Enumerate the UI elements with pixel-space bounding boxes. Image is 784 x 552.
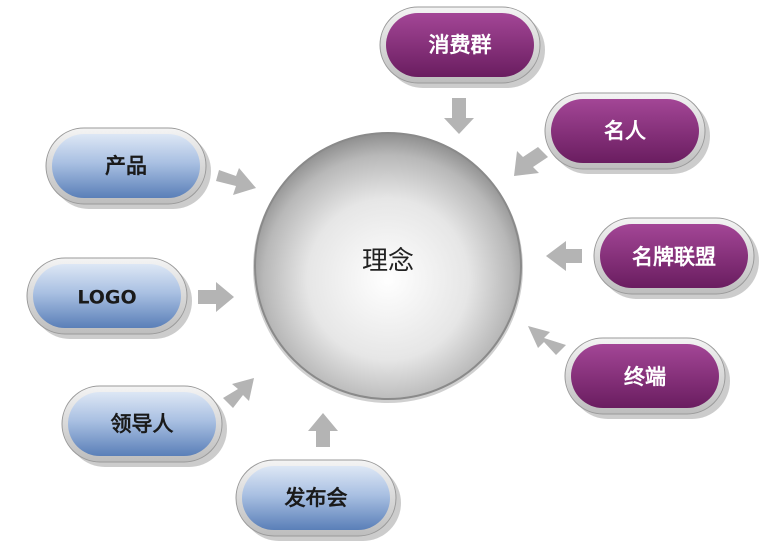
node-consumers: 消费群 (379, 6, 545, 88)
node-terminal: 终端 (564, 337, 730, 419)
node-celebrity: 名人 (544, 92, 710, 174)
arrow-icon (198, 282, 234, 312)
arrow-icon (546, 241, 582, 271)
node-brand-alliance: 名牌联盟 (593, 217, 759, 299)
arrow-icon (216, 168, 256, 195)
arrow-icon (514, 147, 548, 176)
node-logo: LOGO (26, 257, 192, 339)
node-label: 消费群 (429, 33, 492, 57)
arrow-icon (223, 378, 254, 408)
node-product: 产品 (45, 127, 211, 209)
node-label: LOGO (77, 287, 136, 309)
center-label: 理念 (362, 247, 414, 277)
node-label: 名牌联盟 (632, 245, 716, 269)
node-label: 终端 (624, 365, 666, 389)
node-label: 名人 (604, 119, 646, 143)
arrow-icon (528, 326, 566, 355)
node-launch-event: 发布会 (235, 459, 401, 541)
arrow-icon (308, 413, 338, 447)
center-node: 理念 (253, 132, 523, 403)
node-label: 领导人 (111, 412, 174, 436)
arrow-icon (444, 98, 474, 134)
arrows (198, 98, 582, 447)
node-label: 产品 (105, 154, 147, 178)
node-leader: 领导人 (61, 385, 227, 467)
node-label: 发布会 (284, 486, 348, 510)
